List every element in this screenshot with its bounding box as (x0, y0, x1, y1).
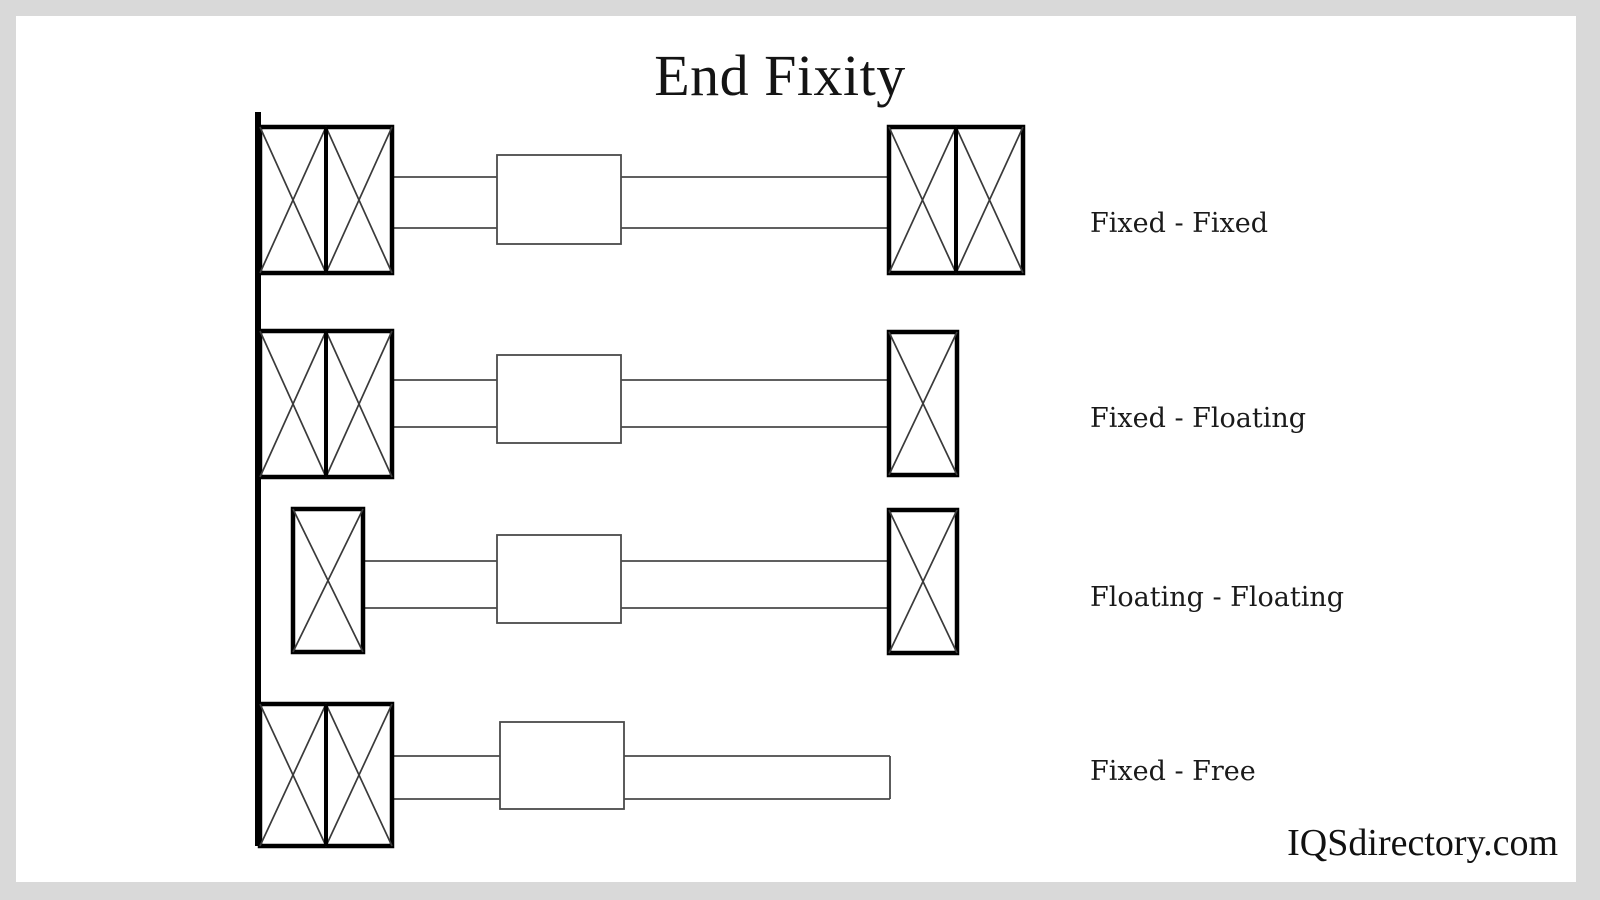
right-bearing-floating (886, 329, 960, 478)
right-bearing-fixed-cross (888, 126, 957, 274)
watermark-text: IQSdirectory.com (1287, 822, 1558, 864)
right-bearing-floating (886, 507, 960, 656)
row-label: Fixed - Floating (1090, 403, 1306, 434)
fixity-row: Floating - Floating (290, 506, 1344, 656)
left-bearing-fixed-cross (325, 703, 393, 847)
watermark: IQSdirectory.com (1287, 822, 1558, 864)
diagram-title: End Fixity (654, 43, 906, 108)
left-bearing-fixed (257, 328, 395, 480)
right-bearing-floating-cross (888, 509, 958, 654)
left-bearing-fixed-cross (325, 330, 393, 478)
row-label: Fixed - Fixed (1090, 208, 1268, 239)
left-bearing-fixed-cross (325, 126, 393, 274)
left-bearing-floating (290, 506, 366, 655)
right-bearing-fixed (886, 124, 1026, 276)
left-bearing-floating-cross (292, 508, 364, 653)
left-bearing-fixed (257, 701, 395, 849)
nut-block (496, 534, 622, 624)
nut-block (499, 721, 625, 810)
fixity-row: Fixed - Fixed (257, 124, 1268, 276)
right-bearing-fixed-cross (955, 126, 1024, 274)
left-bearing-fixed-cross (259, 126, 327, 274)
left-bearing-fixed-cross (259, 703, 327, 847)
left-bearing-fixed (257, 124, 395, 276)
left-bearing-fixed-cross (259, 330, 327, 478)
fixity-row: Fixed - Floating (257, 328, 1306, 480)
row-label: Floating - Floating (1090, 582, 1344, 613)
right-bearing-floating-cross (888, 331, 958, 476)
nut-block (496, 154, 622, 245)
nut-block (496, 354, 622, 444)
page-title: End Fixity (654, 43, 906, 108)
row-label: Fixed - Free (1090, 756, 1256, 787)
fixity-row: Fixed - Free (257, 701, 1256, 849)
